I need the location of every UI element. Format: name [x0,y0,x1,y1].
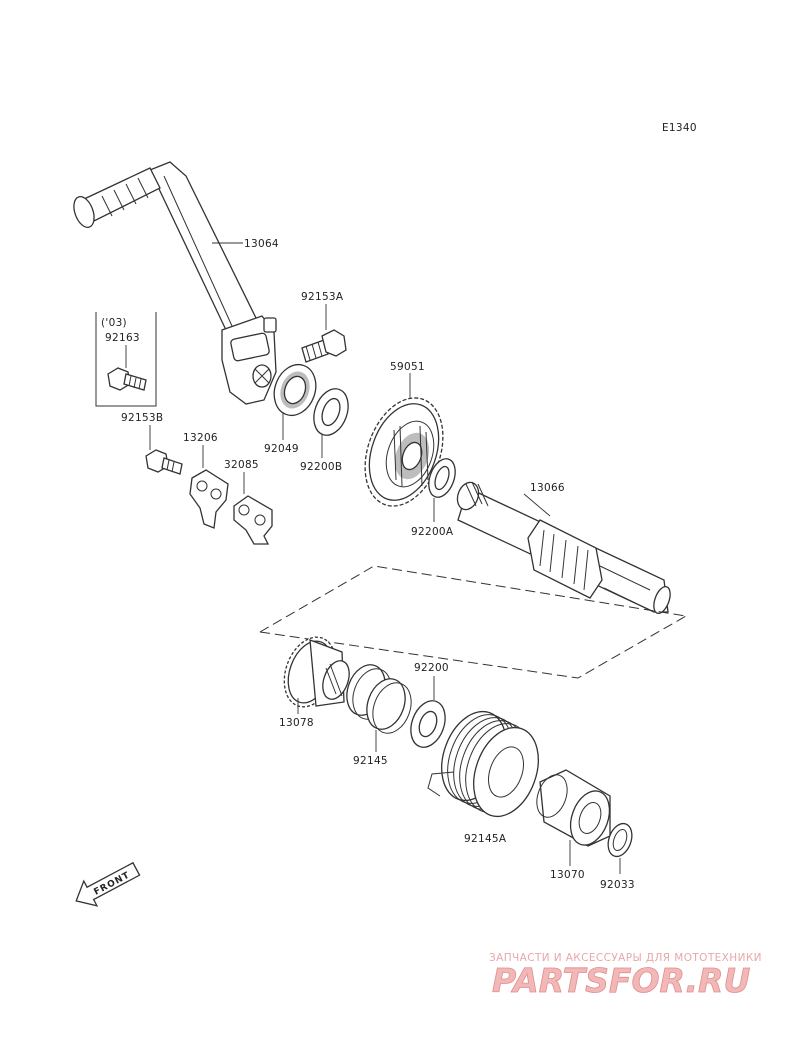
callout-92200a: 92200A [411,526,454,538]
callout-92163-note: ('03) [101,317,127,329]
bolt-92153b [145,449,183,475]
callout-92163: 92163 [105,332,140,344]
torsion-spring-92145a [427,710,539,818]
callout-59051: 59051 [390,361,425,373]
plate-32085 [233,495,273,545]
callout-13066: 13066 [530,482,565,494]
kick-pedal-lever [73,161,277,405]
guide-13070 [536,769,611,847]
plate-13206 [189,469,229,529]
diagram-code: E1340 [662,122,697,134]
callout-92200b: 92200B [300,461,342,473]
spring-92145 [346,664,412,734]
washer-92200b [313,388,349,436]
ratchet-13078 [283,636,350,708]
callout-92153a: 92153A [301,291,344,303]
bolt-92153a [301,329,347,363]
circlip-92033 [607,822,633,858]
watermark-logo: PARTSFOR.RU [492,961,750,1000]
oil-seal-92049 [273,363,317,417]
callout-92200: 92200 [414,662,449,674]
callout-92049: 92049 [264,443,299,455]
washer-92200a [428,458,456,498]
callout-92145: 92145 [353,755,388,767]
assembly-outline [259,565,687,679]
callout-13070: 13070 [550,869,585,881]
callout-32085: 32085 [224,459,259,471]
callout-92145a: 92145A [464,833,507,845]
callout-92033: 92033 [600,879,635,891]
callout-92153b: 92153B [121,412,163,424]
callout-13206: 13206 [183,432,218,444]
kick-shaft-13066 [456,481,671,615]
callout-13064: 13064 [244,238,279,250]
inset-bracket [95,312,157,407]
kick-gear-59051 [364,397,444,507]
leader-13066 [523,493,551,517]
washer-92200 [410,700,446,748]
front-arrow-icon: FRONT [75,861,141,907]
callout-13078: 13078 [279,717,314,729]
watermark-tagline: ЗАПЧАСТИ И АКСЕССУАРЫ ДЛЯ МОТОТЕХНИКИ [489,952,762,964]
bolt-92163 [107,367,147,391]
